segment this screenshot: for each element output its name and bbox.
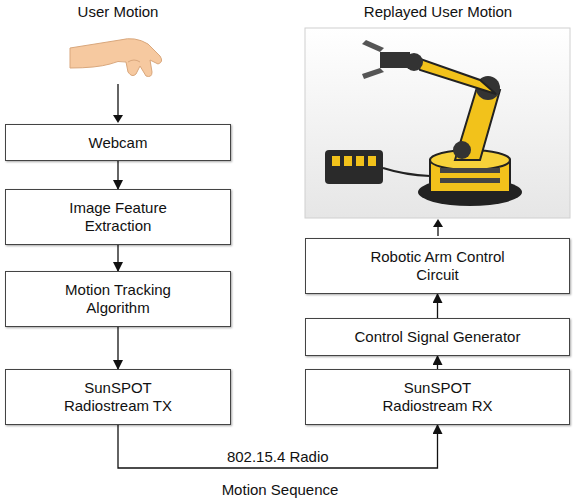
- connector-arrow: [118, 425, 438, 468]
- box-label: Robotic Arm Control Circuit: [363, 248, 513, 284]
- connector-arrow: [117, 161, 118, 189]
- arrow-head: [433, 219, 443, 227]
- arrow-head: [113, 115, 123, 123]
- box-label: Motion Tracking Algorithm: [48, 281, 188, 317]
- box-label: Control Signal Generator: [355, 328, 521, 346]
- caption-label: Replayed User Motion: [364, 3, 512, 21]
- connector-arrow: [437, 294, 438, 318]
- caption-label: Motion Sequence: [222, 481, 339, 499]
- box-label: Webcam: [89, 134, 148, 152]
- arrow-line: [437, 226, 438, 236]
- connector-arrow: [117, 327, 118, 369]
- hand-illustration: [70, 39, 162, 77]
- process-box: Control Signal Generator: [305, 318, 570, 356]
- caption-label: User Motion: [78, 3, 159, 21]
- connector-arrow: [437, 356, 438, 369]
- edge-label: 802.15.4 Radio: [224, 448, 332, 466]
- process-box: Image Feature Extraction: [5, 189, 231, 245]
- connector-arrow: [117, 245, 118, 271]
- process-box: SunSPOT Radiostream RX: [305, 369, 570, 425]
- process-box: Webcam: [5, 124, 231, 161]
- box-label: SunSPOT Radiostream TX: [48, 379, 188, 415]
- box-label: SunSPOT Radiostream RX: [368, 379, 508, 415]
- arrow-line: [117, 84, 118, 116]
- process-box: Motion Tracking Algorithm: [5, 271, 231, 327]
- process-box: SunSPOT Radiostream TX: [5, 369, 231, 425]
- robot-arm-picture: [305, 28, 570, 218]
- box-label: Image Feature Extraction: [48, 199, 188, 235]
- process-box: Robotic Arm Control Circuit: [305, 238, 570, 294]
